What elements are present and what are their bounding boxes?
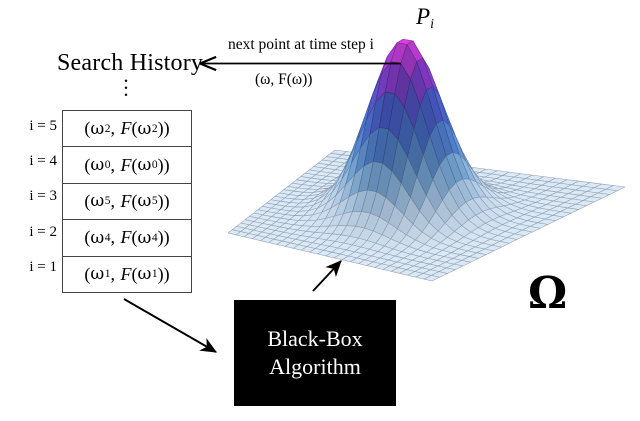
omega-glyph: ω <box>137 191 152 212</box>
f-subscript: 0 <box>151 159 158 172</box>
open-paren: ( <box>84 190 91 211</box>
f-subscript: 5 <box>151 195 158 208</box>
comma: , <box>110 190 116 211</box>
omega-glyph: ω <box>90 191 105 212</box>
f-subscript: 1 <box>151 268 158 281</box>
black-box-algorithm[interactable]: Black-Box Algorithm <box>234 300 396 406</box>
f-subscript: 2 <box>151 122 158 135</box>
omega-subscript: 2 <box>104 122 111 135</box>
omega-subscript: 0 <box>104 159 111 172</box>
f-open-paren: ( <box>131 190 138 211</box>
row-index-label-5: i = 5 <box>29 118 57 134</box>
search-history-title: Search History <box>57 50 204 76</box>
f-glyph: F <box>120 154 132 175</box>
comma: , <box>110 227 116 248</box>
black-box-line-2: Algorithm <box>269 354 361 379</box>
open-paren: ( <box>84 227 91 248</box>
peak-label-base: P <box>416 4 431 29</box>
comma: , <box>110 154 116 175</box>
omega-glyph: ω <box>90 118 105 139</box>
f-open-paren: ( <box>131 263 138 284</box>
black-box-line-1: Black-Box <box>267 325 363 351</box>
row-index-label-3: i = 3 <box>29 188 57 204</box>
close-paren: )) <box>157 227 170 248</box>
peak-label: Pi <box>416 4 434 33</box>
comma: , <box>110 118 116 139</box>
feedback-arrow-label-bottom: (ω, F(ω)) <box>255 71 313 88</box>
row-index-label-2: i = 2 <box>29 224 57 240</box>
close-paren: )) <box>157 154 170 175</box>
omega-glyph: ω <box>137 227 152 248</box>
f-open-paren: ( <box>131 154 138 175</box>
vertical-ellipsis: ··· <box>122 69 130 107</box>
omega-subscript: 4 <box>104 231 111 244</box>
open-paren: ( <box>84 154 91 175</box>
omega-glyph: ω <box>137 264 152 285</box>
peak-label-subscript: i <box>430 17 434 32</box>
omega-subscript: 1 <box>104 268 111 281</box>
omega-glyph: ω <box>90 155 105 176</box>
row-index-label-4: i = 4 <box>29 153 57 169</box>
f-subscript: 4 <box>151 231 158 244</box>
feedback-arrow-label-top: next point at time step i <box>228 36 374 53</box>
open-paren: ( <box>84 263 91 284</box>
close-paren: )) <box>157 118 170 139</box>
f-glyph: F <box>120 263 132 284</box>
close-paren: )) <box>157 263 170 284</box>
f-glyph: F <box>120 118 132 139</box>
open-paren: ( <box>84 118 91 139</box>
omega-glyph: ω <box>90 227 105 248</box>
row-index-label-1: i = 1 <box>29 259 57 275</box>
omega-glyph: ω <box>90 264 105 285</box>
omega-glyph: ω <box>137 155 152 176</box>
omega-glyph: ω <box>137 118 152 139</box>
omega-subscript: 5 <box>104 195 111 208</box>
f-glyph: F <box>120 190 132 211</box>
f-glyph: F <box>120 227 132 248</box>
f-open-paren: ( <box>131 227 138 248</box>
f-open-paren: ( <box>131 118 138 139</box>
surface-mesh <box>227 38 626 282</box>
domain-omega-label: Ω <box>528 268 568 319</box>
comma: , <box>110 263 116 284</box>
close-paren: )) <box>157 190 170 211</box>
